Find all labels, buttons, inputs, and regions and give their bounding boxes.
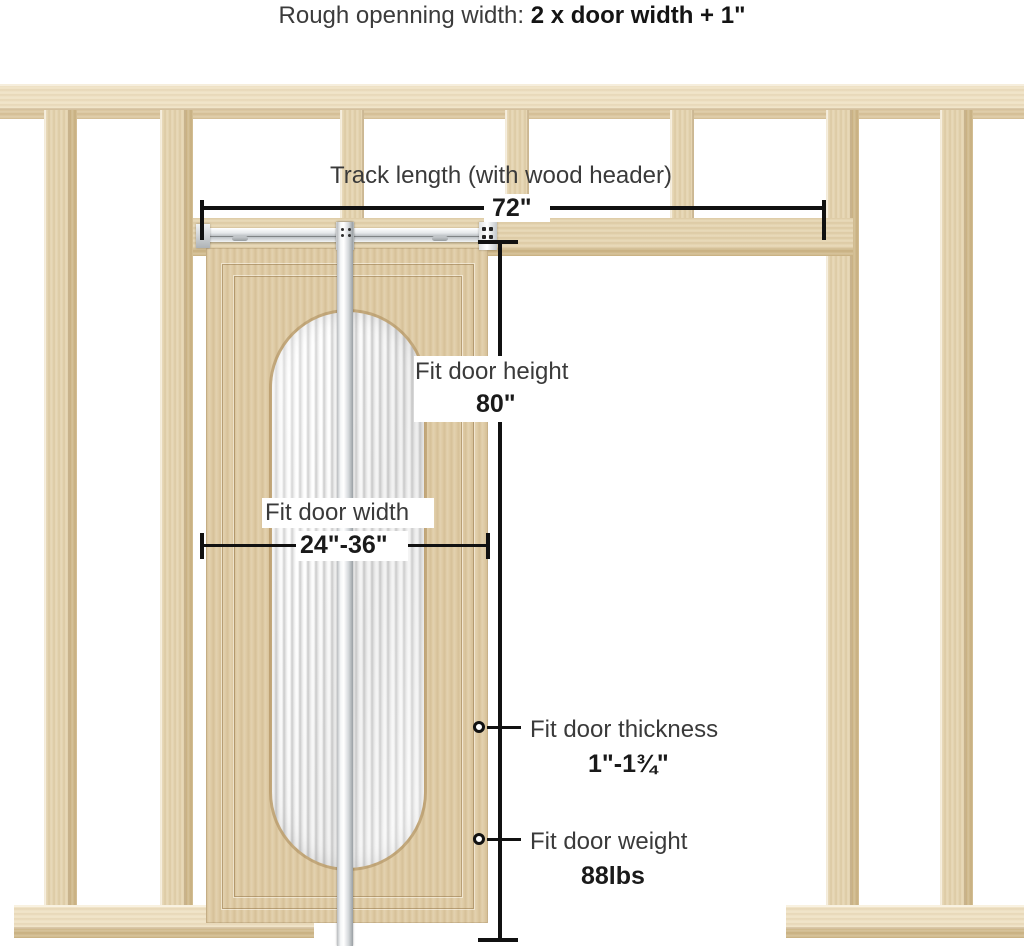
frame-stud-left-outer	[44, 110, 70, 922]
door-width-label-mask	[262, 498, 434, 528]
frame-stud-right-outer	[940, 110, 966, 922]
door-thickness-leader-line	[487, 726, 521, 729]
pull-bar-screw	[348, 234, 351, 237]
door-height-dimension-line	[498, 240, 502, 942]
door-height-value: 80"	[476, 390, 516, 418]
door-thickness-value-text: 1"-1¾"	[588, 750, 669, 778]
door-thickness-callout-marker	[473, 721, 485, 733]
frame-stud-right-outer-shadow	[966, 110, 973, 922]
track-length-value-mask	[484, 194, 550, 222]
door-thickness-label: Fit door thickness	[530, 716, 719, 743]
door-pull-handle-bar[interactable]	[337, 222, 353, 946]
door-width-tick-right	[486, 533, 490, 559]
frame-bottom-sill-left-shadow	[14, 929, 314, 938]
pull-bar-screw	[341, 234, 344, 237]
frame-stud-middle-c	[670, 110, 694, 220]
door-weight-leader-line	[487, 838, 521, 841]
track-length-tick-left	[200, 200, 204, 240]
frame-stud-left-inner	[160, 110, 186, 922]
door-thickness-value: 1"-1¾"	[588, 750, 669, 779]
pull-bar-screw	[348, 228, 351, 231]
bracket-screw-dot	[482, 235, 486, 239]
pull-bar-screw	[341, 228, 344, 231]
door-height-label-mask	[414, 356, 590, 422]
door-height-label: Fit door height	[415, 358, 569, 385]
door-width-value: 24"-36"	[300, 531, 388, 559]
page-title: Rough openning width: 2 x door width + 1…	[0, 2, 1024, 30]
door-width-value-mask	[296, 531, 408, 561]
frame-bottom-sill-right-plate	[786, 905, 1024, 929]
door-width-label: Fit door width	[265, 499, 410, 526]
bracket-screw-dot	[489, 235, 493, 239]
door-weight-callout-marker	[473, 833, 485, 845]
frame-stud-left-outer-shadow	[70, 110, 77, 922]
bracket-screw-dot	[482, 227, 486, 231]
wood-header-band	[193, 218, 853, 248]
track-length-label: Track length (with wood header)	[330, 162, 672, 189]
track-length-tick-right	[822, 200, 826, 240]
door-weight-value: 88lbs	[581, 862, 645, 890]
title-label: Rough openning width:	[278, 2, 531, 29]
track-roller-left	[232, 236, 248, 241]
wood-header-band-shadow	[193, 248, 853, 256]
title-value: 2 x door width + 1"	[530, 2, 746, 29]
frame-bottom-sill-right-shadow	[786, 929, 1024, 938]
frame-stud-left-inner-shadow	[186, 110, 193, 922]
door-width-tick-left	[200, 533, 204, 559]
door-hanger-bracket-right	[479, 222, 497, 250]
door-height-tick-top	[478, 240, 518, 244]
door-weight-label: Fit door weight	[530, 828, 688, 855]
track-length-value: 72"	[492, 194, 532, 222]
bracket-screw-dot	[489, 227, 493, 231]
frame-stud-middle-a	[340, 110, 364, 220]
frame-stud-right-inner-shadow	[852, 110, 859, 922]
door-height-tick-bottom	[478, 938, 518, 942]
frame-top-header-beam	[0, 84, 1024, 110]
track-roller-right	[432, 236, 448, 241]
